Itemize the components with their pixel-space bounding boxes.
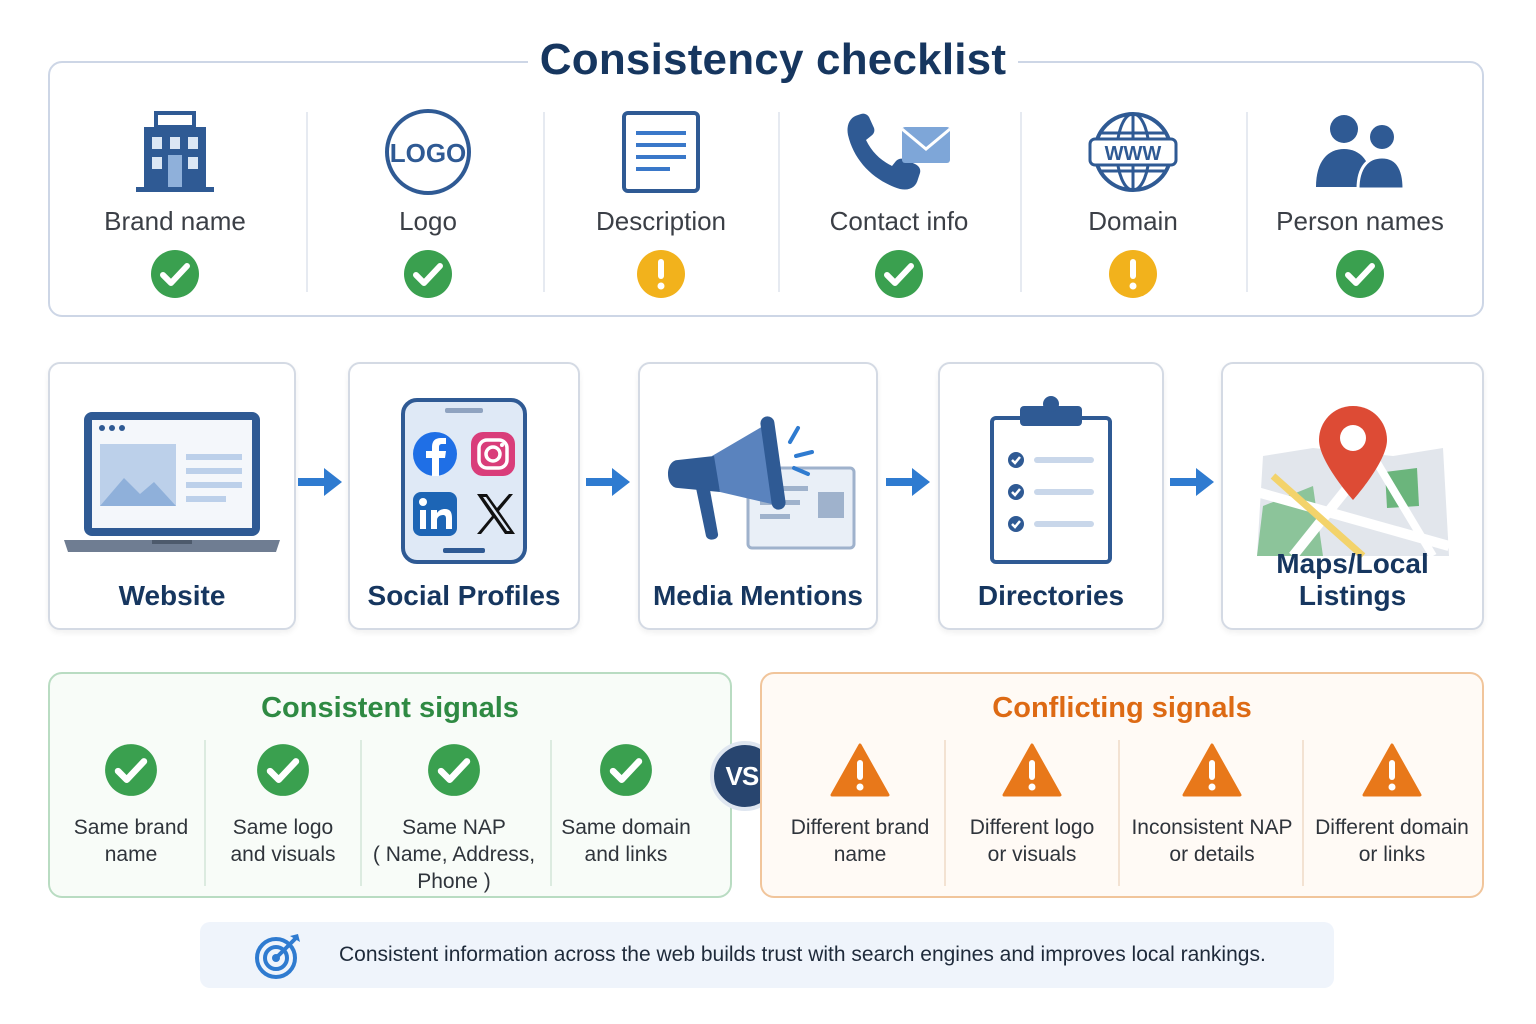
divider bbox=[1246, 112, 1248, 292]
footer-text: Consistent information across the web bu… bbox=[339, 943, 1266, 966]
signal-text-line: name bbox=[104, 843, 158, 866]
signal-text-line: or details bbox=[1169, 843, 1255, 866]
signal-text-line: Different logo bbox=[969, 816, 1095, 839]
warning-triangle-icon bbox=[1362, 743, 1422, 797]
signal-text-line: Same logo bbox=[232, 816, 334, 839]
flow-arrow-icon bbox=[298, 468, 342, 496]
social-phone-icon bbox=[401, 398, 527, 564]
channel-label: Media Mentions bbox=[652, 580, 863, 611]
phone-mail-icon bbox=[847, 113, 951, 190]
footer-note: Consistent information across the web bu… bbox=[200, 922, 1334, 988]
map-pin-icon bbox=[1255, 406, 1450, 560]
clipboard-icon bbox=[990, 396, 1112, 564]
signal-text-line: Same brand bbox=[73, 816, 189, 839]
consistent-signals-title: Consistent signals bbox=[261, 692, 519, 724]
globe-www-icon: WWW bbox=[1088, 112, 1178, 192]
checklist-item-person-names: Person names bbox=[1262, 107, 1458, 307]
divider bbox=[204, 740, 206, 886]
divider bbox=[306, 112, 308, 292]
warning-circle-icon bbox=[1109, 250, 1157, 298]
logo-badge-icon: LOGO bbox=[385, 109, 471, 195]
channel-card-maps-local-listings: Maps/Local Listings bbox=[1221, 362, 1484, 630]
divider bbox=[360, 740, 362, 886]
warning-triangle-icon bbox=[1182, 743, 1242, 797]
signal-text-line: Same domain bbox=[561, 816, 691, 839]
globe-www-text: WWW bbox=[1105, 143, 1162, 165]
target-icon bbox=[255, 934, 300, 979]
checklist-label: Brand name bbox=[104, 206, 246, 236]
checklist-item-description: Description bbox=[566, 107, 756, 307]
checklist-label: Domain bbox=[1088, 206, 1178, 236]
signal-text-line: or links bbox=[1358, 843, 1426, 866]
channel-label: Directories bbox=[977, 580, 1125, 611]
signal-text-line: Phone ) bbox=[417, 870, 491, 893]
conflicting-item: Inconsistent NAP or details bbox=[1126, 740, 1298, 868]
channel-card-directories: Directories bbox=[938, 362, 1164, 630]
document-icon bbox=[622, 111, 700, 193]
divider bbox=[1118, 740, 1120, 886]
channel-label: Website bbox=[118, 580, 226, 611]
checklist-label: Logo bbox=[399, 206, 457, 236]
consistent-item: Same logo and visuals bbox=[208, 740, 358, 868]
channel-label: Social Profiles bbox=[367, 580, 561, 611]
divider bbox=[778, 112, 780, 292]
signal-text-line: Different domain bbox=[1315, 816, 1469, 839]
divider bbox=[1302, 740, 1304, 886]
divider bbox=[944, 740, 946, 886]
channel-card-social-profiles: Social Profiles bbox=[348, 362, 580, 630]
conflicting-item: Different logo or visuals bbox=[954, 740, 1110, 868]
flow-arrow-icon bbox=[886, 468, 930, 496]
laptop-icon bbox=[64, 412, 280, 552]
signal-text-line: or visuals bbox=[987, 843, 1077, 866]
divider bbox=[550, 740, 552, 886]
divider bbox=[1020, 112, 1022, 292]
flow-arrow-icon bbox=[1170, 468, 1214, 496]
check-circle-icon bbox=[1336, 250, 1384, 298]
checklist-label: Description bbox=[595, 206, 727, 236]
warning-triangle-icon bbox=[1002, 743, 1062, 797]
conflicting-item: Different brand name bbox=[782, 740, 938, 868]
signal-text-line: ( Name, Address, bbox=[372, 843, 536, 866]
check-circle-icon bbox=[257, 744, 309, 796]
channel-label: Maps/Local Listings bbox=[1276, 548, 1429, 611]
signal-text-line: Different brand bbox=[790, 816, 930, 839]
warning-circle-icon bbox=[637, 250, 685, 298]
signal-text-line: and visuals bbox=[230, 843, 336, 866]
check-circle-icon bbox=[404, 250, 452, 298]
conflicting-signals-title: Conflicting signals bbox=[992, 692, 1252, 724]
consistent-signals-panel: Consistent signals Same brand name Same l… bbox=[48, 672, 732, 898]
checklist-item-brand-name: Brand name bbox=[80, 107, 270, 307]
megaphone-icon bbox=[668, 416, 856, 550]
check-circle-icon bbox=[105, 744, 157, 796]
checklist-label: Contact info bbox=[829, 206, 969, 236]
conflicting-item: Different domain or links bbox=[1310, 740, 1474, 868]
warning-triangle-icon bbox=[830, 743, 890, 797]
people-icon bbox=[1316, 115, 1406, 191]
building-icon bbox=[136, 111, 214, 192]
logo-badge-text: LOGO bbox=[390, 138, 467, 168]
check-circle-icon bbox=[428, 744, 480, 796]
signal-text-line: Inconsistent NAP bbox=[1131, 816, 1293, 839]
consistent-item: Same domain and links bbox=[550, 740, 702, 868]
channel-card-media-mentions: Media Mentions bbox=[638, 362, 878, 630]
checklist-panel bbox=[48, 61, 1484, 317]
flow-arrow-icon bbox=[586, 468, 630, 496]
signal-text-line: and links bbox=[584, 843, 668, 866]
divider bbox=[543, 112, 545, 292]
check-circle-icon bbox=[151, 250, 199, 298]
consistent-item: Same brand name bbox=[56, 740, 206, 868]
checklist-item-domain: WWW Domain bbox=[1038, 107, 1228, 307]
checklist-label: Person names bbox=[1276, 206, 1444, 236]
checklist-item-contact-info: Contact info bbox=[804, 107, 994, 307]
check-circle-icon bbox=[875, 250, 923, 298]
checklist-title: Consistency checklist bbox=[528, 34, 1018, 86]
channel-card-website: Website bbox=[48, 362, 296, 630]
signal-text-line: name bbox=[833, 843, 887, 866]
checklist-item-logo: LOGO Logo bbox=[333, 107, 523, 307]
check-circle-icon bbox=[600, 744, 652, 796]
consistent-item: Same NAP ( Name, Address, Phone ) bbox=[366, 740, 542, 895]
signal-text-line: Same NAP bbox=[402, 816, 506, 839]
